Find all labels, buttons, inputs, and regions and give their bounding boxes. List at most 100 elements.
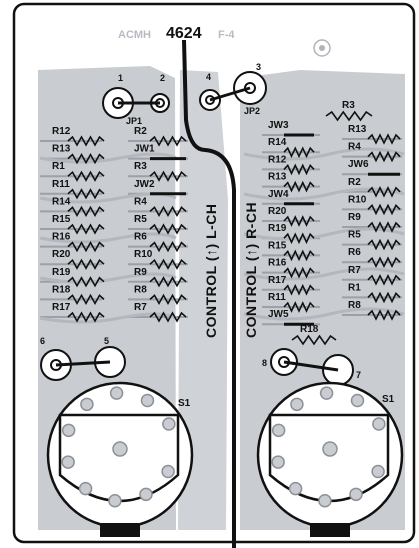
left-channel-label: CONTROL (↑) L-CH (203, 204, 219, 339)
resistor-symbol (367, 133, 401, 145)
component-label: R6 (348, 247, 361, 258)
resistor-symbol (367, 238, 401, 251)
component-label: JW5 (268, 309, 289, 320)
left-pad-link (55, 360, 111, 367)
right-col-a-r11: R11 (268, 292, 315, 313)
jp1-label: JP1 (126, 116, 142, 126)
resistor-symbol (367, 256, 401, 268)
component-label: R4 (134, 196, 147, 207)
right-col-b-r5: R5 (348, 230, 401, 251)
component-label: R3 (134, 161, 147, 172)
component-label: R10 (134, 249, 153, 260)
left-col-b-r8: R8 (134, 284, 187, 306)
right-col-a-jw4: JW4 (268, 189, 314, 206)
switch-contact (78, 481, 93, 496)
pcb-trace (39, 232, 177, 244)
switch-contact (318, 494, 332, 508)
component-label: R11 (268, 292, 286, 303)
center-copper-area (178, 70, 228, 530)
pad-label-2: 2 (160, 73, 165, 83)
resistor-symbol (67, 170, 105, 182)
right-col-b-r2: R2 (348, 177, 401, 198)
left-col-b-r4: R4 (134, 196, 187, 218)
component-label: JW4 (268, 189, 289, 200)
left-col-a-r1: R1 (52, 161, 105, 182)
component-label: R7 (134, 302, 147, 313)
right-col-a-r17: R17 (268, 275, 315, 296)
component-label: R5 (348, 230, 361, 241)
pad-label-5: 5 (104, 336, 109, 346)
pad-label-8: 8 (262, 358, 267, 368)
left-col-a-r16: R16 (52, 232, 105, 253)
pcb-trace (243, 307, 405, 321)
component-layer: R12R13R1R11R14R15R16R20R19R18R17R2JW1R3J… (52, 100, 401, 346)
component-label: JW2 (134, 179, 155, 190)
resistor-symbol (367, 309, 401, 321)
pad-label-3: 3 (256, 62, 261, 72)
component-label: R16 (268, 258, 287, 269)
left-col-b-r9: R9 (134, 267, 187, 288)
component-label: R6 (134, 232, 147, 243)
resistor-symbol (283, 146, 315, 159)
component-label: R11 (52, 179, 70, 190)
resistor-symbol (283, 249, 315, 262)
switch-contact (371, 464, 385, 479)
resistor-symbol (67, 205, 105, 218)
component-label: R2 (348, 177, 361, 188)
right-channel-label: CONTROL (↑) R-CH (243, 202, 259, 338)
left-col-a-r12: R12 (52, 126, 105, 147)
left-col-b-r2: R2 (134, 126, 187, 147)
left-col-a-r13: R13 (52, 144, 105, 165)
component-label: R13 (348, 124, 367, 135)
switch-shaft (112, 441, 128, 457)
pcb-trace (39, 272, 177, 284)
right-top-resistor: R3 (325, 100, 373, 122)
channel-divider-line (182, 39, 236, 548)
component-label: R7 (348, 265, 361, 276)
pcb-trace (243, 227, 405, 241)
switch-contact (290, 397, 304, 412)
jp2-link (209, 86, 251, 102)
component-label: R19 (268, 223, 287, 234)
left-col-a-r19: R19 (52, 267, 105, 288)
resistor-symbol (367, 221, 401, 233)
component-label: R13 (52, 144, 71, 155)
left-col-b-r6: R6 (134, 232, 187, 253)
resistor-symbol (67, 135, 105, 147)
right-col-b-r10: R10 (348, 194, 401, 216)
right-pad-link (283, 360, 339, 372)
pad-label-6: 6 (40, 336, 45, 346)
resistor-symbol (149, 170, 187, 182)
switch-contact (61, 423, 76, 438)
right-pad-pair: 8 7 (262, 348, 361, 386)
left-col-a-r11: R11 (52, 179, 105, 200)
rotary-switch-left (46, 381, 194, 537)
right-col-a-r14: R14 (268, 137, 315, 159)
right-col-b-jw6: JW6 (348, 159, 400, 176)
right-col-a-r13: R13 (268, 172, 315, 193)
component-label: R19 (52, 267, 71, 278)
component-label: R16 (52, 232, 71, 243)
right-bottom-resistor: R18 (291, 324, 337, 346)
resistor-symbol (67, 188, 105, 200)
resistor-symbol (149, 293, 187, 306)
left-col-a-r15: R15 (52, 214, 105, 235)
right-col-b-r8: R8 (348, 300, 401, 321)
resistor-symbol (149, 205, 187, 218)
component-label: R10 (348, 194, 367, 205)
pad-label-7: 7 (356, 370, 361, 380)
resistor-symbol (67, 311, 105, 323)
resistor-symbol (283, 283, 315, 296)
component-label: JW6 (348, 159, 369, 170)
component-label: R9 (134, 267, 147, 278)
right-col-b-r4: R4 (348, 142, 401, 163)
right-col-a-jw3: JW3 (268, 120, 314, 137)
right-col-a-r15: R15 (268, 240, 315, 262)
resistor-symbol (283, 301, 315, 313)
right-col-a-jw5: JW5 (268, 309, 314, 326)
component-label: R12 (268, 154, 287, 165)
right-col-a-r20: R20 (268, 206, 315, 227)
left-col-b-r7: R7 (134, 302, 187, 323)
switch-contact (271, 423, 286, 438)
